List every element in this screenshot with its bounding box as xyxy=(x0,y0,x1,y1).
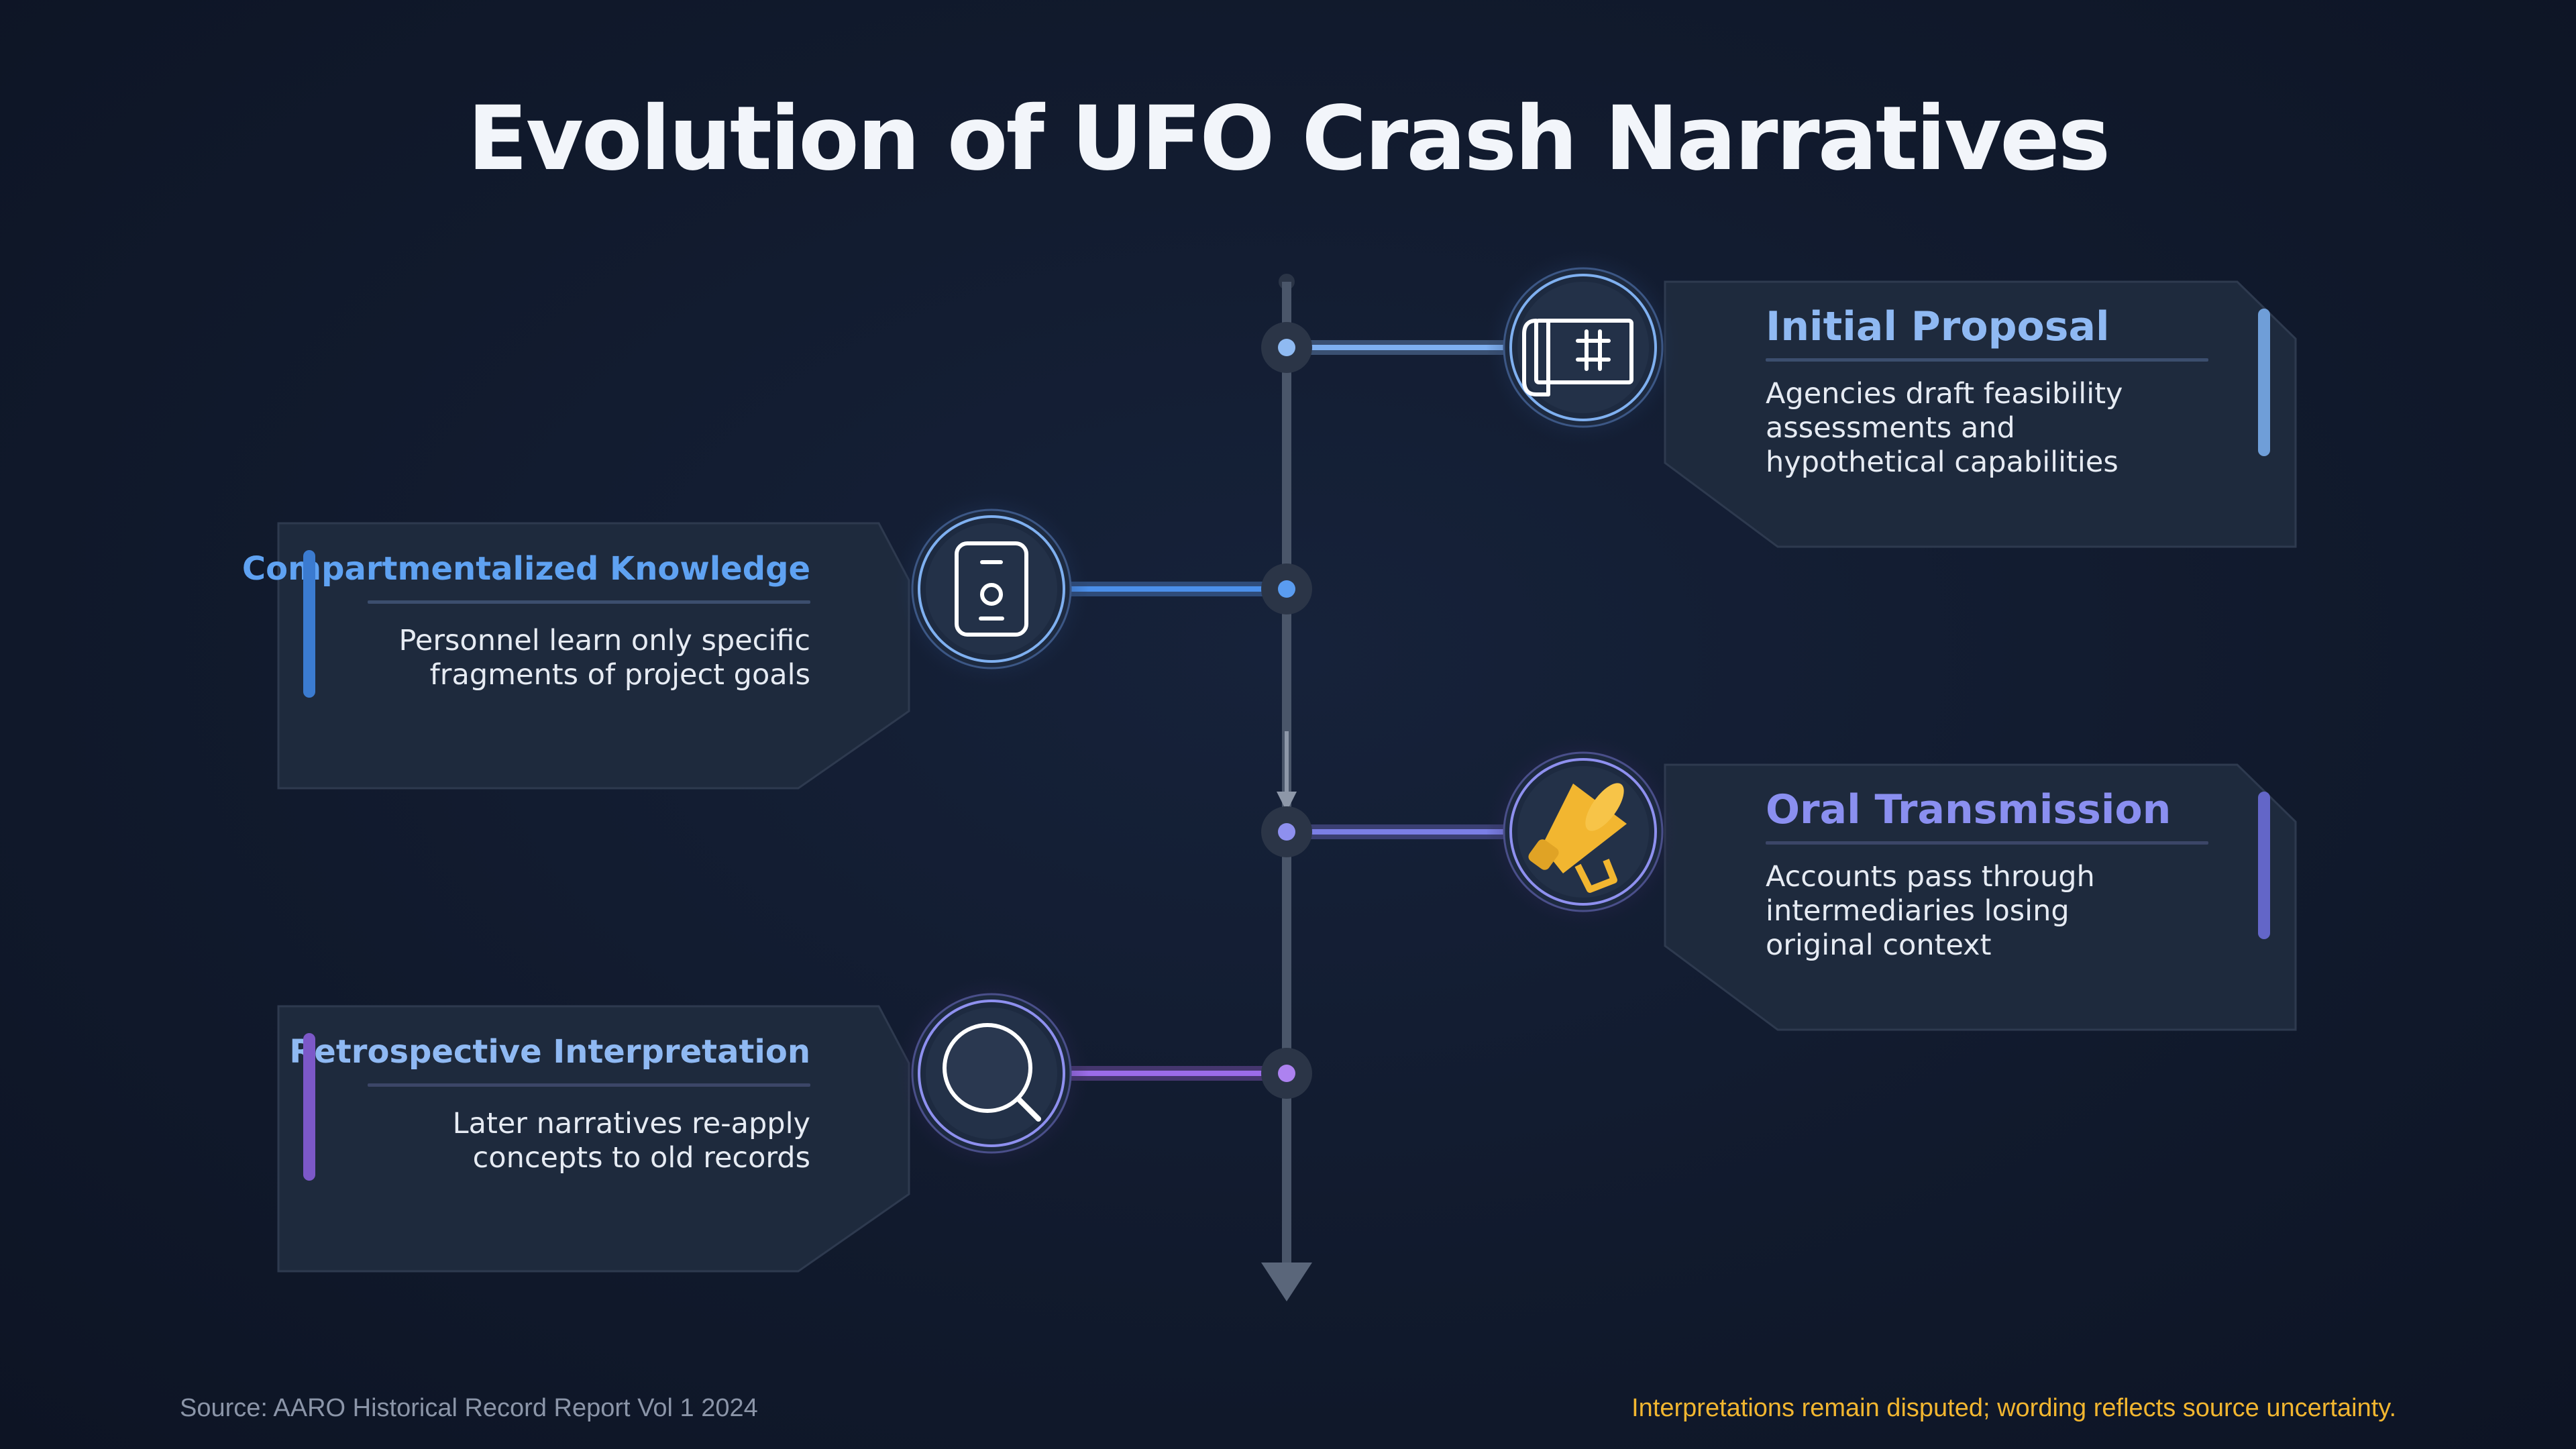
stage-description-oral-transmission: Accounts pass through intermediaries los… xyxy=(1766,860,2095,962)
connector-initial-proposal xyxy=(1261,322,1530,373)
id-badge-icon xyxy=(955,541,1028,637)
card-initial-proposal xyxy=(1664,280,2297,548)
blueprint-icon xyxy=(1522,319,1633,396)
card-retrospective-interpretation xyxy=(277,1005,910,1273)
stage-description-initial-proposal: Agencies draft feasibility assessments a… xyxy=(1766,377,2123,479)
stage-accent-compartmentalized-knowledge xyxy=(303,550,315,698)
card-compartmentalized-knowledge xyxy=(277,522,910,790)
stage-accent-retrospective-interpretation xyxy=(303,1033,315,1181)
card-oral-transmission xyxy=(1664,763,2297,1031)
stage-title-oral-transmission: Oral Transmission xyxy=(1766,786,2171,833)
stage-rule-initial-proposal xyxy=(1766,358,2208,362)
icon-node-initial-proposal xyxy=(1486,250,1680,445)
stage-title-retrospective-interpretation: Retrospective Interpretation xyxy=(289,1033,810,1071)
megaphone-icon xyxy=(1528,783,1627,893)
icon-node-retrospective-interpretation xyxy=(894,976,1089,1171)
source-citation: Source: AARO Historical Record Report Vo… xyxy=(180,1394,758,1422)
stage-rule-compartmentalized-knowledge xyxy=(368,600,810,604)
icon-node-compartmentalized-knowledge xyxy=(894,492,1089,686)
stage-accent-initial-proposal xyxy=(2258,309,2270,456)
stage-title-compartmentalized-knowledge: Compartmentalized Knowledge xyxy=(241,550,810,588)
uncertainty-note: Interpretations remain disputed; wording… xyxy=(1631,1394,2396,1422)
connector-oral-transmission xyxy=(1261,806,1530,857)
stage-rule-retrospective-interpretation xyxy=(368,1083,810,1087)
page-title: Evolution of UFO Crash Narratives xyxy=(467,87,2111,191)
stage-description-compartmentalized-knowledge: Personnel learn only specific fragments … xyxy=(398,624,810,692)
stage-accent-oral-transmission xyxy=(2258,792,2270,939)
axis-arrowhead xyxy=(1261,1263,1312,1301)
icon-node-oral-transmission xyxy=(1486,735,1680,929)
stage-title-initial-proposal: Initial Proposal xyxy=(1766,303,2110,350)
timeline-axis xyxy=(1261,274,1312,1301)
stage-rule-oral-transmission xyxy=(1766,841,2208,845)
magnifier-icon xyxy=(943,1023,1041,1122)
stage-description-retrospective-interpretation: Later narratives re-apply concepts to ol… xyxy=(452,1107,810,1175)
